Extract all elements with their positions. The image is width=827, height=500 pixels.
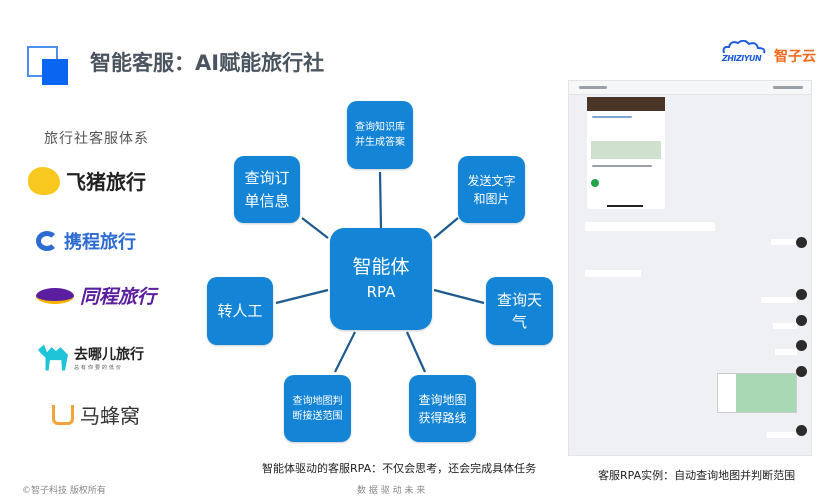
node-knowledge: 查询知识库并生成答案 xyxy=(347,101,413,169)
map-screenshot-message xyxy=(717,373,797,413)
card-photo xyxy=(587,97,665,111)
avatar xyxy=(796,289,807,300)
section-subtitle: 旅行社客服体系 xyxy=(44,131,149,147)
node-line: 单信息 xyxy=(244,191,290,210)
example-caption: 客服RPA实例：自动查询地图并判断范围 xyxy=(598,469,796,482)
node-line: RPA xyxy=(366,282,396,301)
avatar xyxy=(796,340,807,351)
node-line: 查询地图判 xyxy=(292,395,343,407)
brand-label: 去哪儿旅行 xyxy=(74,347,144,363)
mafengwo-icon xyxy=(52,404,74,425)
node-transfer: 转人工 xyxy=(207,277,273,345)
brand-qunar: 去哪儿旅行总有你要的低价 xyxy=(38,344,144,371)
connector-map-route xyxy=(405,331,427,373)
connector-knowledge xyxy=(378,171,383,229)
node-line: 查询地图 xyxy=(418,392,467,407)
connector-send xyxy=(433,217,459,239)
home-indicator xyxy=(607,205,643,207)
node-line: 获得路线 xyxy=(418,410,467,425)
brand-label: 携程旅行 xyxy=(64,232,136,253)
chat-screenshot xyxy=(568,80,812,456)
node-map-range: 查询地图判断接送范围 xyxy=(284,375,351,442)
brand-label: 同程旅行 xyxy=(80,286,157,308)
node-order: 查询订单信息 xyxy=(234,156,300,223)
connector-order xyxy=(301,217,329,239)
chat-title-placeholder xyxy=(579,86,607,89)
footer-copyright: ©智子科技 版权所有 xyxy=(22,486,106,496)
tongcheng-blimp-icon xyxy=(36,287,74,304)
zhiziyun-logo: ZHIZIYUN 智子云 xyxy=(720,40,824,66)
card-text-placeholder xyxy=(592,165,652,167)
chat-message xyxy=(775,349,797,355)
chat-message xyxy=(767,432,797,438)
connector-weather xyxy=(433,288,485,305)
chat-message xyxy=(773,323,797,329)
node-map-route: 查询地图获得路线 xyxy=(409,375,476,442)
chat-message xyxy=(771,239,797,245)
title-decoration-filled xyxy=(42,59,68,85)
card-text-placeholder xyxy=(592,116,632,118)
node-center-agent-rpa: 智能体 RPA xyxy=(330,228,432,330)
brand-tongcheng: 同程旅行 xyxy=(36,282,156,309)
connector-transfer xyxy=(275,288,329,305)
chat-message xyxy=(585,270,641,277)
node-line: 断接送范围 xyxy=(292,410,343,422)
node-send: 发送文字和图片 xyxy=(458,156,525,223)
logo-text-cn: 智子云 xyxy=(774,49,816,65)
node-weather: 查询天气 xyxy=(486,277,553,345)
avatar xyxy=(796,366,807,377)
cloud-icon xyxy=(722,40,766,54)
node-line: 并生成答案 xyxy=(355,137,405,148)
chat-message xyxy=(761,297,797,303)
logo-text-en: ZHIZIYUN xyxy=(722,54,762,63)
brand-tagline: 总有你要的低价 xyxy=(74,365,124,371)
fliggy-pig-icon xyxy=(28,166,60,195)
page-title: 智能客服：AI赋能旅行社 xyxy=(90,51,325,75)
diagram-caption: 智能体驱动的客服RPA：不仅会思考，还会完成具体任务 xyxy=(262,462,537,475)
card-icon xyxy=(591,179,599,187)
footer-slogan: 数 据 驱 动 未 来 xyxy=(357,486,426,496)
brand-label: 飞猪旅行 xyxy=(66,170,146,194)
avatar xyxy=(796,237,807,248)
node-line: 查询天 xyxy=(496,290,542,309)
node-line: 查询知识库 xyxy=(355,122,405,133)
brand-fliggy: 飞猪旅行 xyxy=(28,166,146,195)
node-line: 发送文字 xyxy=(467,173,516,188)
avatar xyxy=(796,425,807,436)
avatar xyxy=(796,315,807,326)
brand-ctrip: 携程旅行 xyxy=(36,228,136,254)
chat-message xyxy=(585,222,715,231)
chat-toolbar-icons xyxy=(773,86,803,89)
node-line: 和图片 xyxy=(473,191,510,206)
node-line: 气 xyxy=(511,313,527,331)
shared-card xyxy=(587,97,665,209)
brand-label: 马蜂窝 xyxy=(80,404,140,428)
node-line: 智能体 xyxy=(352,256,410,279)
chat-header xyxy=(569,81,811,95)
ctrip-dolphin-icon xyxy=(36,231,58,251)
card-map xyxy=(591,141,661,159)
brand-mafengwo: 马蜂窝 xyxy=(52,400,140,429)
connector-map-range xyxy=(334,331,356,373)
node-line: 查询订 xyxy=(244,169,290,187)
